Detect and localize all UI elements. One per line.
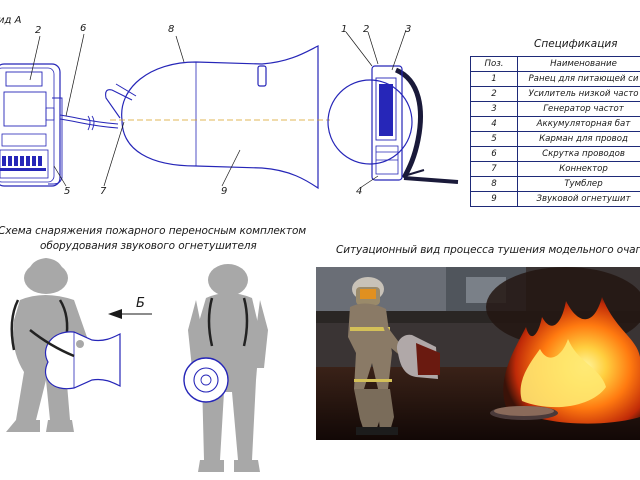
callout-5: 5 (64, 186, 71, 197)
arrow-label: Б (136, 296, 145, 311)
view-label: ид А (0, 15, 22, 26)
callout-6: 6 (80, 23, 87, 34)
callout-1: 1 (341, 24, 348, 35)
view-arrow (108, 309, 152, 319)
fire-scene-illustration (316, 267, 640, 440)
callout-3: 3 (405, 24, 412, 35)
callout-2-right: 2 (363, 24, 370, 35)
connector-block (0, 156, 46, 171)
caption-situational: Ситуационный вид процесса тушения модель… (336, 244, 640, 256)
callout-4: 4 (356, 186, 363, 197)
fire-scene-photo (316, 267, 640, 440)
firefighter-back-silhouette (183, 264, 268, 472)
callout-8: 8 (168, 24, 175, 35)
caption-equipment-line1: Схема снаряжения пожарного переносным ко… (0, 225, 307, 237)
leader-lines (29, 29, 407, 189)
spec-title: Спецификация (534, 38, 618, 50)
extinguisher-side-view (105, 45, 319, 190)
callout-9: 9 (221, 186, 228, 197)
caption-equipment-line2: оборудования звукового огнетушителя (40, 240, 257, 252)
generator-front-view (0, 63, 119, 187)
extinguisher-front-view (327, 65, 459, 184)
row-name: Звуковой огнетушит (517, 191, 640, 207)
callout-2-left: 2 (35, 25, 42, 36)
callout-7: 7 (100, 186, 107, 197)
firefighter-in-photo (348, 277, 440, 435)
firefighter-side-silhouette (6, 258, 121, 432)
